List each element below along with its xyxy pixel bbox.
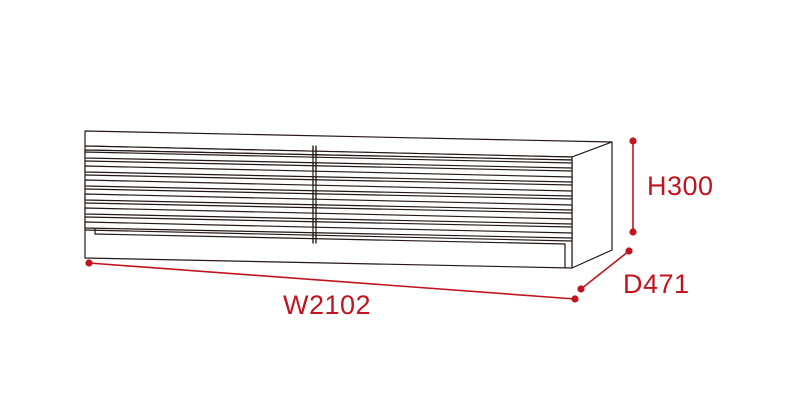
drawer-slats — [84, 151, 573, 242]
cabinet-right-side — [571, 141, 613, 269]
height-endpoint-top — [629, 137, 637, 145]
drawer-slat — [84, 193, 573, 211]
width-dimension-line — [88, 262, 576, 300]
drawer-slat — [84, 151, 573, 169]
depth-endpoint-bottom — [577, 285, 585, 293]
height-label: H300 — [647, 171, 714, 201]
height-endpoint-bottom — [629, 228, 637, 236]
width-endpoint-right — [571, 295, 579, 303]
width-endpoint-left — [85, 259, 93, 267]
width-label: W2102 — [283, 290, 372, 320]
depth-dimension-line — [580, 250, 630, 290]
drawer-slat — [84, 165, 573, 183]
drawer-slat — [84, 179, 573, 197]
cabinet-plinth-bottom — [94, 233, 566, 245]
depth-endpoint-top — [625, 247, 633, 255]
drawer-slat — [84, 221, 573, 239]
depth-label: D471 — [623, 269, 690, 299]
cabinet-drawing — [84, 130, 613, 269]
drawer-slat — [84, 207, 573, 225]
dimension-lines — [85, 137, 637, 303]
